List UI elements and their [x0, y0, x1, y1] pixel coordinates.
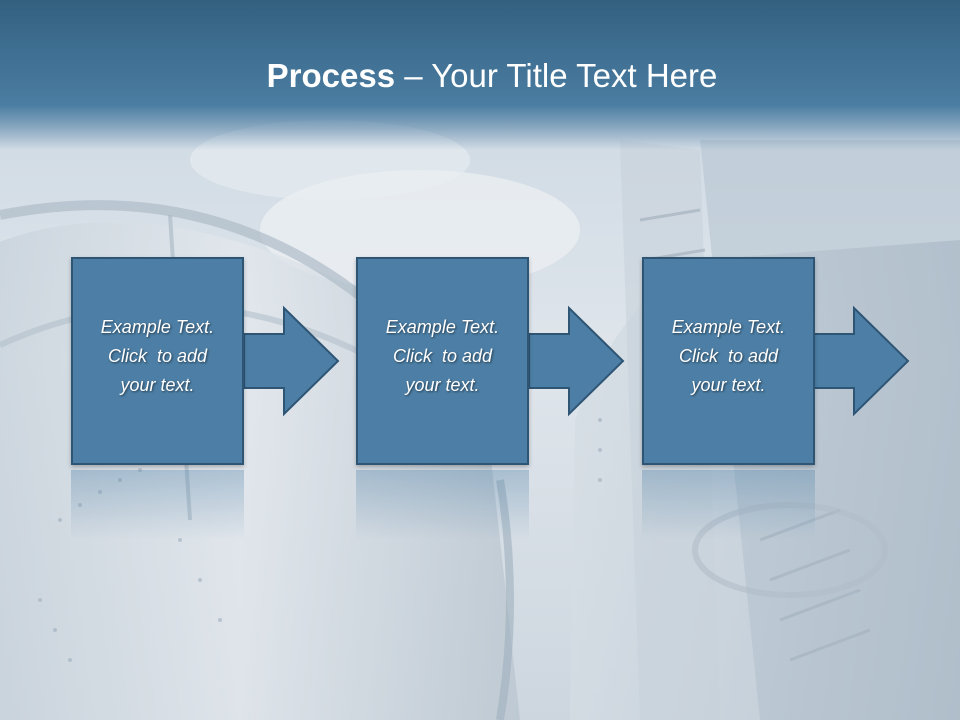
step-3-reflection [642, 470, 815, 540]
step-2-text: Example Text. Click to add your text. [358, 313, 527, 400]
step-3-box[interactable]: Example Text. Click to add your text. [642, 257, 815, 465]
step-1-text: Example Text. Click to add your text. [73, 313, 242, 400]
step-3-line-3: your text. [691, 375, 766, 395]
title-bar [0, 0, 960, 150]
step-1-line-1: Example Text. [100, 317, 215, 337]
step-2-arrow-icon [528, 305, 625, 417]
step-1-reflection [71, 470, 244, 540]
step-3-text: Example Text. Click to add your text. [644, 313, 813, 400]
step-2-line-3: your text. [405, 375, 480, 395]
step-2-line-1: Example Text. [385, 317, 500, 337]
title-rest-part: – Your Title Text Here [395, 57, 718, 94]
step-2-line-2: Click to add [392, 346, 493, 366]
step-1-line-3: your text. [120, 375, 195, 395]
step-1-line-2: Click to add [107, 346, 208, 366]
step-2-box[interactable]: Example Text. Click to add your text. [356, 257, 529, 465]
step-1-arrow-icon [243, 305, 340, 417]
step-2-reflection [356, 470, 529, 540]
step-3-line-1: Example Text. [671, 317, 786, 337]
slide-title[interactable]: Process – Your Title Text Here [0, 54, 960, 98]
step-3-line-2: Click to add [678, 346, 779, 366]
title-bold-part: Process [266, 57, 396, 94]
step-3-arrow-icon [813, 305, 910, 417]
step-1-box[interactable]: Example Text. Click to add your text. [71, 257, 244, 465]
